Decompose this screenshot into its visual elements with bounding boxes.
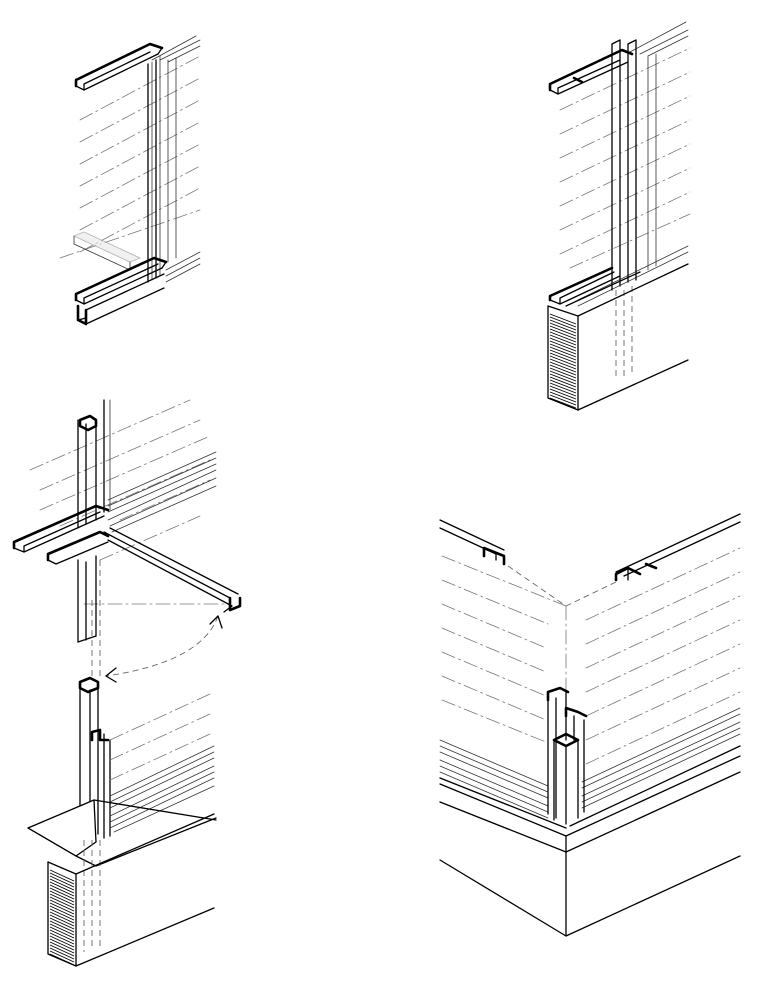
base-plinth-bottom-right [439, 755, 741, 937]
head-channel-left-wall [439, 519, 506, 566]
hatch-line [49, 914, 75, 927]
hatch-line [49, 953, 75, 966]
frame-lines-top-right [577, 21, 689, 307]
hatch-line [49, 887, 75, 900]
hatch-line [549, 373, 577, 385]
hatch-line [49, 878, 75, 891]
hatch-line [549, 370, 577, 382]
hatch-line [49, 929, 75, 942]
hatch-line [549, 379, 577, 391]
hatch-line [49, 875, 75, 888]
hatch-line [549, 319, 577, 331]
sill-channel-top-right [548, 266, 641, 307]
hatch-line [49, 932, 75, 945]
transom-arm-right-swing [83, 527, 242, 613]
view-bottom-left-mullion-intersection [12, 399, 242, 967]
hatch-end-face-bottom-left [49, 869, 75, 966]
sill-frame-left-wall [439, 739, 567, 829]
hatch-line [549, 316, 577, 328]
hatch-line [549, 322, 577, 334]
hatch-line [49, 884, 75, 897]
base-block-bottom-left [47, 813, 215, 967]
guide-lines-bottom-left-upper [29, 399, 211, 561]
corner-post [546, 686, 588, 825]
hatch-line [549, 346, 577, 358]
guide-lines-top-left [59, 55, 201, 259]
sill-frame-right-wall [569, 707, 741, 827]
hatch-line [549, 358, 577, 370]
hatch-line [49, 950, 75, 963]
guide-lines-bottom-right-left-wall [441, 555, 567, 743]
hatch-line [549, 328, 577, 340]
hatch-line [49, 896, 75, 909]
hatch-line [49, 947, 75, 960]
hatch-line [49, 899, 75, 912]
hatch-line [549, 331, 577, 343]
corner-fold-dashed [507, 565, 617, 701]
jamb-member-top-right [611, 39, 637, 380]
hatch-line [549, 349, 577, 361]
hatch-line [549, 397, 577, 409]
hatch-line [49, 935, 75, 948]
hatch-line [549, 394, 577, 406]
frame-lines-bottom-left-upper [107, 451, 217, 533]
view-bottom-right-corner-assembly [439, 513, 741, 937]
hatch-line [549, 313, 577, 325]
sill-plate-bottom-left [27, 799, 217, 952]
hatch-line [49, 893, 75, 906]
vertical-mullion-bottom-left-middle [77, 555, 101, 680]
view-top-left-frame-corner [59, 35, 201, 326]
hatch-line [49, 944, 75, 957]
hatch-line [49, 920, 75, 933]
hatch-line [49, 902, 75, 915]
hatch-line [549, 343, 577, 355]
hatch-line [549, 355, 577, 367]
hatch-line [49, 872, 75, 885]
hatch-end-face-top-right [549, 313, 577, 409]
guide-lines-top-right [559, 47, 691, 269]
hatch-line [549, 391, 577, 403]
head-channel-top-right [548, 48, 634, 95]
frame-lines-bottom-left-lower [109, 745, 215, 833]
frame-lines-top-left [151, 35, 201, 283]
hatch-line [49, 905, 75, 918]
hatch-line [549, 337, 577, 349]
hatch-line [49, 941, 75, 954]
hatch-line [549, 340, 577, 352]
sill-channel-top-left [74, 256, 168, 326]
hatch-line [49, 926, 75, 939]
hatch-line [549, 382, 577, 394]
hatch-line [549, 385, 577, 397]
vertical-mullion-bottom-left-upper [77, 399, 111, 529]
head-channel-right-wall [614, 513, 741, 582]
hatch-line [49, 869, 75, 882]
rotation-arc-arrow [105, 615, 223, 683]
hatch-line [549, 367, 577, 379]
transom-arm-left [12, 504, 110, 565]
hatch-line [549, 325, 577, 337]
hatch-line [549, 361, 577, 373]
hatch-line [49, 890, 75, 903]
hatch-line [549, 334, 577, 346]
hatch-line [49, 881, 75, 894]
head-channel-top-left [74, 42, 164, 91]
jamb-member-top-left [147, 55, 161, 283]
hatch-line [49, 908, 75, 921]
hatch-line [49, 923, 75, 936]
hatch-line [549, 388, 577, 400]
guide-lines-bottom-left-lower [109, 693, 211, 781]
hatch-line [49, 938, 75, 951]
base-block-top-right [547, 263, 689, 411]
guide-lines-bottom-right-right-wall [585, 547, 741, 765]
ghost-sill-plate [72, 231, 142, 271]
hatch-line [49, 911, 75, 924]
hatch-line [549, 352, 577, 364]
view-top-right-frame-on-base [547, 21, 691, 411]
hatch-line [549, 376, 577, 388]
hatch-line [549, 364, 577, 376]
hatch-line [49, 917, 75, 930]
